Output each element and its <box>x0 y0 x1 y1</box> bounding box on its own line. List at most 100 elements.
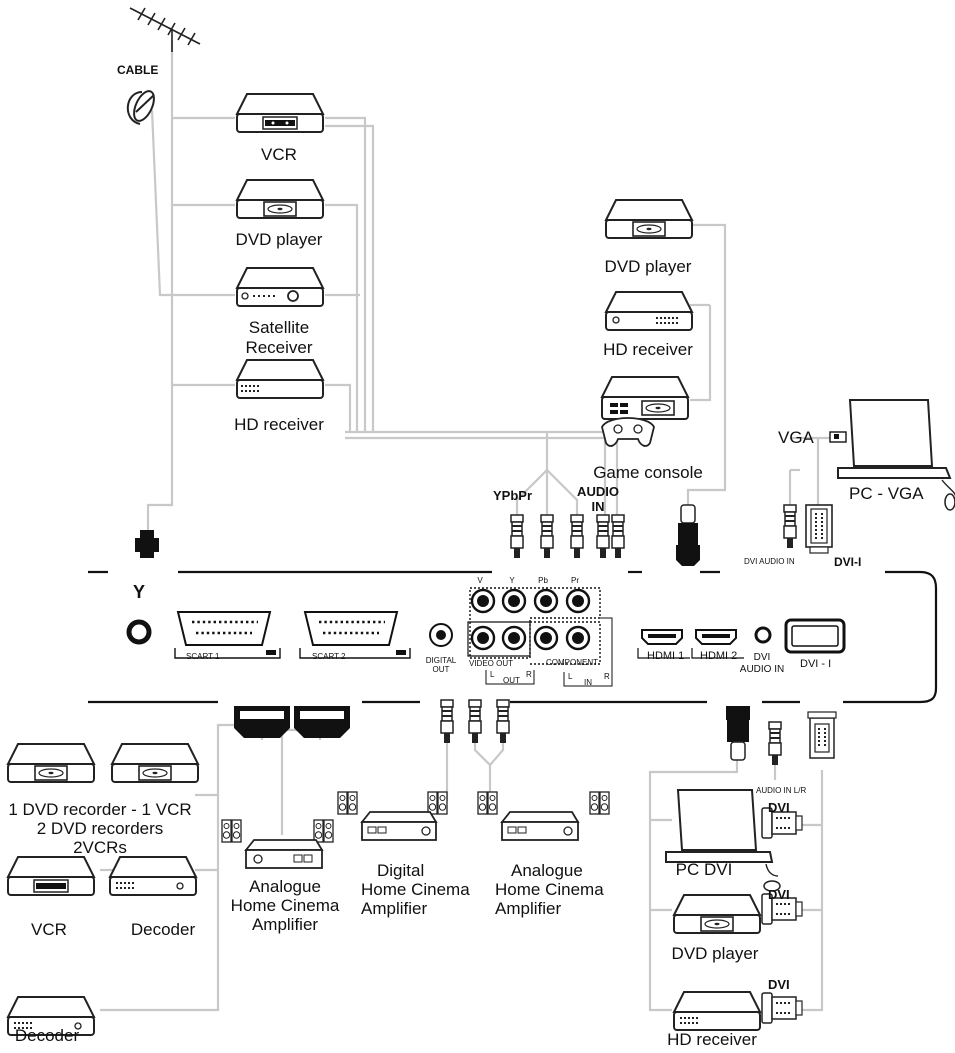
dvd-player-device-right <box>605 199 693 239</box>
analogue-amplifier-1 <box>221 819 334 869</box>
decoder-label-2: Decoder <box>14 1026 80 1045</box>
digital-out-label: DIGITAL OUT <box>426 656 457 674</box>
digital-out-line1: DIGITAL <box>425 656 457 665</box>
hdmi-plug-bottom <box>726 706 750 761</box>
analogue-amp1-label: Analogue Home Cinema Amplifier <box>231 877 340 934</box>
digital-line3: Amplifier <box>361 899 428 918</box>
tv-connector-panel <box>88 570 938 704</box>
hdmi1-socket <box>637 629 690 659</box>
scart1-socket <box>174 611 281 659</box>
dvi-i-label-top: DVI-I <box>834 555 862 569</box>
dvd-player-device-bottom <box>673 894 761 934</box>
recorder-line3: 2VCRs <box>73 838 127 857</box>
antenna-plug <box>135 530 159 558</box>
audio-out-plugs <box>468 699 510 744</box>
analogue2-line3: Amplifier <box>495 899 562 918</box>
audio-in-line2: IN <box>591 499 605 514</box>
dvi-label-1: DVI <box>768 800 790 815</box>
vcr-device-bottom <box>7 856 95 896</box>
satellite-line2: Receiver <box>245 338 313 357</box>
hdmi-plug-top <box>676 504 700 566</box>
out-r-label: R <box>526 670 532 679</box>
video-out-label: VIDEO OUT <box>469 659 514 668</box>
dvi-audio-in-line1: DVI <box>753 652 771 663</box>
scart2-socket <box>299 611 411 659</box>
scart2-label: SCART 2 <box>312 652 346 661</box>
pc-vga-label: PC - VGA <box>849 484 924 503</box>
dvi-i-label: DVI - I <box>800 658 832 670</box>
analogue-amplifier-2 <box>477 791 610 841</box>
satellite-dish-icon <box>126 90 155 125</box>
vga-label: VGA <box>778 428 814 447</box>
digital-amp-label: Digital Home Cinema Amplifier <box>361 861 470 918</box>
hdmi2-label: HDMI 2 <box>700 650 738 662</box>
y-label: Y <box>509 576 515 585</box>
dvd-player-device-left <box>236 179 324 219</box>
digital-out-line2: OUT <box>432 665 450 674</box>
cables <box>100 40 830 1012</box>
decoder-label-1: Decoder <box>130 920 196 939</box>
recorder-line1: 1 DVD recorder - 1 VCR <box>8 800 192 819</box>
audio-lr-plug-bottom <box>768 721 782 766</box>
vcr-label: VCR <box>261 145 297 164</box>
dvi-plug-hd <box>761 992 803 1024</box>
digital-amplifier <box>337 791 448 841</box>
hd-receiver-label-left: HD receiver <box>234 415 324 434</box>
cable-label: CABLE <box>117 63 159 77</box>
v-label: V <box>477 576 483 585</box>
vga-small-plug <box>829 431 847 443</box>
decoder-device-2 <box>7 996 95 1036</box>
pc-dvi-laptop <box>665 789 781 892</box>
audio-in-label: AUDIO IN <box>577 484 619 514</box>
dvd-recorder-1 <box>7 743 95 783</box>
dvi-audio-in-line2: AUDIO IN <box>739 664 785 675</box>
pr-label: Pr <box>571 576 579 585</box>
analogue-amp2-label: Analogue Home Cinema Amplifier <box>495 861 604 918</box>
audio-lr-label: AUDIO IN L/R <box>756 786 807 795</box>
digital-out-plug <box>440 699 454 744</box>
in-r-label: R <box>604 672 610 681</box>
scart-plug-2 <box>294 706 350 738</box>
dvi-audio-plug-top <box>783 504 797 549</box>
hd-receiver-device-right <box>605 291 693 331</box>
digital-out-socket <box>429 623 453 647</box>
pc-dvi-label: PC DVI <box>675 860 733 879</box>
dvi-audio-in-label: DVI AUDIO IN <box>740 652 784 676</box>
game-console-device <box>600 376 690 447</box>
dvd-player-label-bottom: DVD player <box>671 944 759 963</box>
game-console-label: Game console <box>593 463 703 482</box>
dvd-player-label-left: DVD player <box>235 230 323 249</box>
dvi-label-3: DVI <box>768 977 790 992</box>
hd-receiver-label-right: HD receiver <box>603 340 693 359</box>
antenna-socket <box>126 619 152 645</box>
dvi-plug-bottom <box>807 711 837 759</box>
dvi-plug-top <box>805 504 833 554</box>
out-label: OUT <box>503 676 520 685</box>
hd-receiver-label-bottom: HD receiver <box>667 1030 757 1049</box>
out-l-label: L <box>490 670 495 679</box>
vcr-device-top <box>236 93 324 133</box>
dvi-audio-in-label-top: DVI AUDIO IN <box>744 557 795 566</box>
hdmi1-label: HDMI 1 <box>647 650 685 662</box>
audio-in-line1: AUDIO <box>577 484 619 499</box>
pc-vga-laptop <box>837 399 955 511</box>
out-in-brackets <box>485 617 613 687</box>
in-l-label: L <box>568 672 573 681</box>
dvd-recorder-2 <box>111 743 199 783</box>
antenna-icon <box>129 7 201 52</box>
satellite-line1: Satellite <box>248 318 310 337</box>
ypbpr-plugs <box>510 514 584 559</box>
dvi-audio-in-socket <box>754 626 772 644</box>
dvi-i-socket <box>784 618 846 654</box>
vcr-label-bottom: VCR <box>31 920 67 939</box>
analogue2-line1: Analogue <box>511 861 583 880</box>
pb-label: Pb <box>538 576 548 585</box>
in-label: IN <box>584 678 592 687</box>
audio-in-plugs <box>596 514 625 559</box>
dvd-player-label-right: DVD player <box>604 257 692 276</box>
analogue2-line2: Home Cinema <box>495 880 604 899</box>
satellite-receiver-device <box>236 267 324 307</box>
digital-line1: Digital <box>377 861 425 880</box>
analogue1-line2: Home Cinema <box>230 896 340 915</box>
